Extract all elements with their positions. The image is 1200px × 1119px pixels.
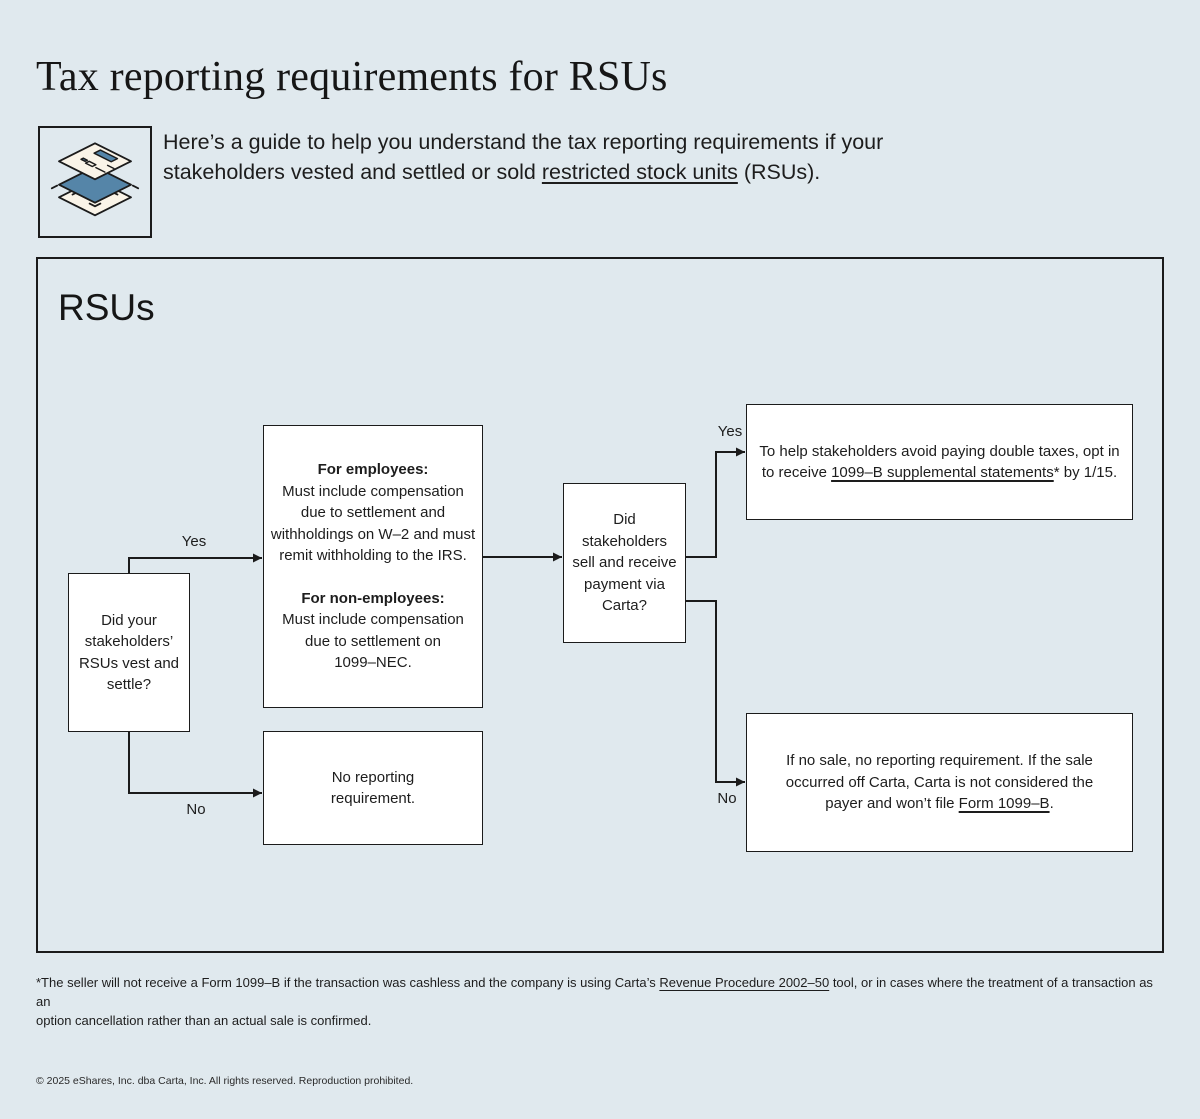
intro-after: (RSUs).	[737, 160, 821, 184]
branch-label-vest-no: No	[186, 801, 206, 818]
opt-in-after: * by 1/15.	[1053, 464, 1118, 481]
arrow-sell-yes	[686, 447, 745, 558]
node-vest-question: Did your stakeholders’ RSUs vest and set…	[68, 573, 190, 732]
arrow-vest-yes	[128, 553, 262, 573]
non-employees-body: Must include compensation due to settlem…	[282, 611, 464, 672]
node-settlement-rules: For employees: Must include compensation …	[263, 425, 483, 708]
opt-in-text: To help stakeholders avoid paying double…	[759, 441, 1119, 484]
footnote-after: tool, or in cases where the treatment of…	[36, 975, 1153, 1028]
non-employees-section: For non-employees: Must include compensat…	[282, 588, 464, 674]
non-employees-heading: For non-employees:	[301, 589, 445, 607]
arrow-vest-no	[128, 732, 262, 798]
footnote-before: *The seller will not receive a Form 1099…	[36, 975, 660, 990]
node-sell-question: Did stakeholders sell and receive paymen…	[563, 483, 686, 643]
flowchart-heading: RSUs	[58, 287, 155, 328]
no-sale-after: .	[1049, 795, 1054, 813]
arrow-sell-no	[686, 600, 745, 787]
revenue-procedure-link[interactable]: Revenue Procedure 2002–50	[659, 975, 830, 990]
employees-heading: For employees:	[317, 461, 429, 479]
flow-arrows	[128, 447, 745, 798]
flowchart-panel: RSUs Did your stakeholders’ RSUs vest an…	[36, 257, 1164, 953]
branch-label-sell-yes: Yes	[717, 423, 743, 440]
copyright: © 2025 eShares, Inc. dba Carta, Inc. All…	[36, 1075, 414, 1087]
restricted-stock-units-link[interactable]: restricted stock units	[541, 160, 738, 184]
stacked-documents-icon	[38, 126, 152, 238]
form-1099b-link[interactable]: Form 1099–B	[958, 795, 1050, 813]
opt-in-before: To help stakeholders avoid paying double…	[759, 442, 1120, 482]
footnote: *The seller will not receive a Form 1099…	[36, 973, 1166, 1030]
node-no-sale: If no sale, no reporting requirement. If…	[746, 713, 1133, 852]
intro-text: Here’s a guide to help you understand th…	[163, 127, 1063, 187]
branch-label-sell-no: No	[717, 790, 737, 807]
no-sale-before: If no sale, no reporting requirement. If…	[785, 752, 1094, 813]
supplemental-statements-link[interactable]: 1099–B supplemental statements	[831, 464, 1054, 481]
employees-section: For employees: Must include compensation …	[271, 459, 475, 567]
node-opt-in: To help stakeholders avoid paying double…	[746, 404, 1133, 520]
node-no-reporting: No reporting requirement.	[263, 731, 483, 845]
page-title: Tax reporting requirements for RSUs	[36, 54, 668, 100]
employees-body: Must include compensation due to settlem…	[270, 482, 476, 565]
stacked-documents-illustration	[50, 142, 140, 217]
no-sale-text: If no sale, no reporting requirement. If…	[786, 750, 1093, 815]
intro-before: Here’s a guide to help you understand th…	[163, 130, 884, 184]
branch-label-vest-yes: Yes	[181, 533, 207, 550]
